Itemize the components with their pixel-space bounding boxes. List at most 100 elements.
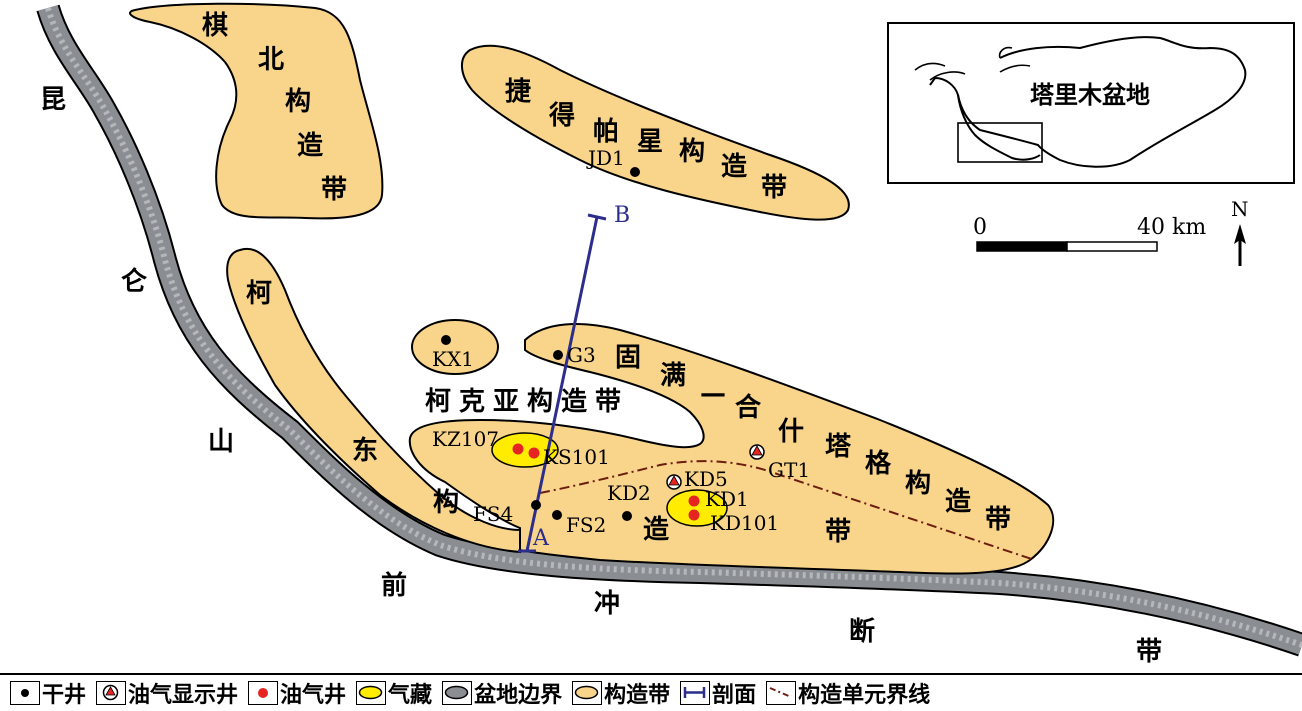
legend-item-oil-gas-well: 油气井 xyxy=(248,677,346,709)
zone-label-kedong-5: 带 xyxy=(825,517,851,547)
inset-study-area xyxy=(957,122,1043,163)
legend-label: 气藏 xyxy=(388,683,433,708)
zone-kekeya-notch xyxy=(470,380,696,442)
zone-label-guman-5: 什 xyxy=(778,417,804,447)
basin-boundary-icon xyxy=(442,681,473,705)
zone-label-qibei-2: 北 xyxy=(258,45,284,75)
scale-label-start: 0 xyxy=(973,215,987,240)
basin-boundary-band xyxy=(36,4,1302,657)
zone-label-jiede-6: 造 xyxy=(721,152,747,182)
zone-label-kedong-3: 构 xyxy=(433,488,459,518)
zone-label-guman-1: 固 xyxy=(615,343,641,373)
unit-boundary-icon xyxy=(766,681,797,705)
well-label-g3: G3 xyxy=(567,343,596,367)
oil-gas-well-ks101 xyxy=(528,447,540,459)
show-well-gt1 xyxy=(749,444,765,460)
well-label-fs2: FS2 xyxy=(566,513,606,537)
zone-qibei xyxy=(129,2,384,220)
structural-belt-icon xyxy=(572,681,603,705)
show-well-kd5 xyxy=(666,474,682,490)
well-label-kd101: KD101 xyxy=(710,511,779,535)
zone-label-guman-10: 带 xyxy=(985,505,1011,535)
zone-label-qibei-4: 造 xyxy=(297,131,323,161)
dry-well-fs4 xyxy=(531,500,541,510)
legend-label: 油气显示井 xyxy=(128,683,239,708)
region-label-kunlun-2: 仑 xyxy=(121,266,148,297)
inset-map: 塔里木盆地 xyxy=(887,22,1295,184)
zone-label-guman-7: 格 xyxy=(865,448,892,479)
legend-item-gas-reservoir: 气藏 xyxy=(356,677,432,709)
well-label-kd2: KD2 xyxy=(607,481,651,505)
well-label-kd5: KD5 xyxy=(684,467,728,491)
zone-label-jiede-4: 星 xyxy=(637,127,663,157)
zone-label-guman-4: 合 xyxy=(735,392,762,423)
scale-bar xyxy=(976,241,1158,252)
legend: 干井 油气显示井 油气井 气藏 盆地边界 构造带 剖面 xyxy=(0,673,1302,711)
north-label: N xyxy=(1231,197,1249,221)
legend-label: 油气井 xyxy=(280,683,347,708)
legend-label: 构造带 xyxy=(604,683,671,708)
gas-reservoir-kd1 xyxy=(666,489,728,527)
region-label-fault-2: 冲 xyxy=(594,589,620,619)
section-icon xyxy=(680,681,711,705)
dry-well-jd1 xyxy=(630,167,640,177)
legend-label: 构造单元界线 xyxy=(798,683,931,708)
legend-item-unit-boundary: 构造单元界线 xyxy=(766,677,930,709)
oil-gas-well-kz107 xyxy=(512,443,524,455)
dry-well-kd2 xyxy=(622,511,632,521)
gas-reservoir-icon xyxy=(356,681,387,705)
oil-gas-well-icon xyxy=(248,681,279,705)
legend-label: 干井 xyxy=(42,683,87,708)
section-label-a: A xyxy=(532,526,550,551)
well-label-jd1: JD1 xyxy=(586,146,625,170)
oil-gas-show-well-icon xyxy=(96,681,127,705)
zone-kekeya-guman xyxy=(408,323,1055,575)
zone-label-jiede-3: 帕 xyxy=(593,116,619,147)
oil-gas-well-kd1 xyxy=(688,495,700,507)
legend-label: 剖面 xyxy=(712,683,757,708)
zone-label-qibei-3: 构 xyxy=(285,87,311,117)
dry-well-icon xyxy=(10,681,40,705)
well-label-kx1: KX1 xyxy=(432,347,474,371)
well-label-kz107: KZ107 xyxy=(432,427,499,451)
legend-label: 盆地边界 xyxy=(474,683,563,708)
well-label-fs4: FS4 xyxy=(473,502,513,526)
region-label-fault-4: 带 xyxy=(1136,637,1162,667)
dry-well-kx1 xyxy=(441,335,451,345)
zone-label-qibei-5: 带 xyxy=(321,175,347,205)
region-label-fault-1: 前 xyxy=(381,570,407,601)
zone-label-jiede-7: 带 xyxy=(761,173,787,203)
dry-well-g3 xyxy=(553,350,563,360)
zone-label-kekeya: 柯克亚构造带 xyxy=(425,387,629,417)
region-label-kunlun-3: 山 xyxy=(208,427,234,457)
zone-label-kedong-4: 造 xyxy=(643,515,669,545)
dry-well-fs2 xyxy=(552,510,562,520)
gas-reservoir-kz107 xyxy=(491,432,559,468)
zone-label-guman-9: 造 xyxy=(945,487,971,517)
legend-item-section: 剖面 xyxy=(680,677,756,709)
oil-gas-well-kd101 xyxy=(688,509,700,521)
well-label-kd1: KD1 xyxy=(705,487,749,511)
zone-label-kedong-2: 东 xyxy=(352,435,378,466)
zone-kx1 xyxy=(411,319,499,375)
unit-boundary-line xyxy=(539,460,1036,561)
zone-label-guman-6: 塔 xyxy=(825,432,852,462)
zone-label-jiede-5: 构 xyxy=(679,137,705,167)
legend-item-basin-boundary: 盆地边界 xyxy=(442,677,562,709)
north-arrow-icon xyxy=(1234,224,1246,266)
region-label-fault-3: 断 xyxy=(849,616,875,647)
well-label-ks101: KS101 xyxy=(543,445,610,469)
inset-basin-label: 塔里木盆地 xyxy=(1030,81,1150,109)
well-label-gt1: GT1 xyxy=(768,458,810,482)
zone-label-qibei-1: 棋 xyxy=(202,11,228,41)
scale-label-end: 40 km xyxy=(1137,215,1206,240)
region-label-kunlun-1: 昆 xyxy=(40,85,66,115)
section-line-ab xyxy=(518,213,607,553)
zone-label-guman-8: 构 xyxy=(905,469,931,499)
legend-item-show-well: 油气显示井 xyxy=(96,677,238,709)
zone-label-jiede-1: 捷 xyxy=(505,77,531,107)
legend-item-dry-well: 干井 xyxy=(10,677,86,709)
zone-label-guman-2: 满 xyxy=(660,361,686,391)
section-label-b: B xyxy=(614,203,630,228)
